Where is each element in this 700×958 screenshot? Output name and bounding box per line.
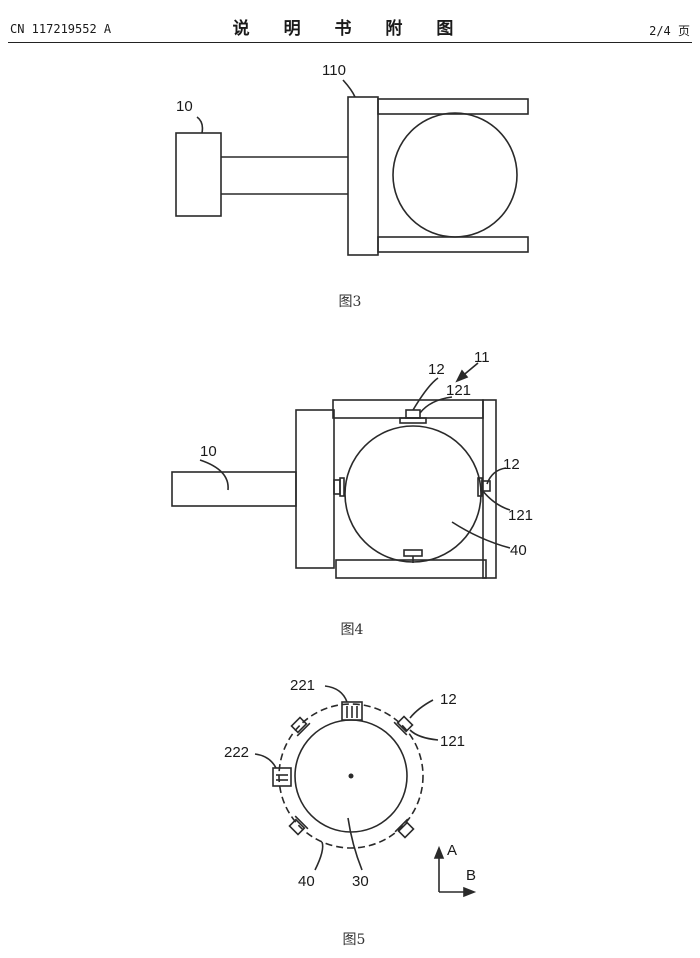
publication-number: CN 117219552 A (10, 22, 112, 36)
fig4-label-12-top: 12 (428, 361, 445, 378)
fig4-fixture-right (481, 480, 491, 492)
fig4-arrow-11-head (455, 369, 469, 383)
fig5-leader-30 (347, 817, 363, 871)
fig5-axis-b-head (463, 886, 477, 898)
fig5-sensor-222 (272, 767, 292, 787)
fig4-leader-40 (451, 521, 511, 549)
fig3-leader-10 (196, 116, 204, 134)
fig4-fixture-left-pad (339, 477, 345, 497)
fig4-label-121-right: 121 (508, 507, 533, 524)
figure-4: 10 12 11 121 12 121 40 图4 (171, 349, 533, 638)
fig3-label-10: 10 (176, 98, 193, 115)
fig4-label-11: 11 (474, 349, 490, 366)
fig5-sensor-221 (341, 701, 363, 721)
fig5-leader-221 (324, 685, 348, 703)
fig3-workpiece-circle (392, 112, 518, 238)
fig5-label-222: 222 (224, 744, 249, 761)
fig3-clamp-plate (347, 96, 379, 256)
fig4-leader-12-right (486, 467, 507, 485)
fig3-leader-110 (342, 79, 356, 98)
fig5-caption: 图5 (343, 932, 366, 948)
fig5-label-30: 30 (352, 873, 369, 890)
fig5-fixture-upper-left (290, 716, 311, 737)
fig4-leader-121-right (481, 489, 511, 511)
fig4-arm (171, 471, 297, 507)
fig5-label-a: A (447, 842, 457, 859)
fig4-workpiece-circle (344, 425, 482, 563)
fig5-fixture-lower-left (288, 815, 309, 836)
fig4-right-plate (482, 399, 497, 579)
fig4-fixture-bottom (403, 549, 423, 557)
fig4-leader-12-top (412, 377, 439, 411)
fig5-label-221: 221 (290, 677, 315, 694)
page-header: CN 117219552 A 说 明 书 附 图 2/4 页 (0, 0, 700, 48)
fig5-label-12: 12 (440, 691, 457, 708)
fig4-lower-jaw (335, 559, 487, 579)
fig5-leader-121 (409, 729, 439, 741)
fig4-caption: 图4 (341, 622, 364, 638)
fig3-lower-jaw (377, 236, 529, 253)
figure-3: 10 110 图3 (175, 62, 529, 310)
figure-5: 221 12 121 222 40 30 A B 图5 (224, 677, 477, 948)
fig5-leader-40 (314, 841, 324, 871)
fig4-label-121-top: 121 (446, 382, 471, 399)
fig5-label-b: B (466, 867, 476, 884)
fig5-leader-222 (254, 753, 277, 769)
fig4-fixture-left (333, 479, 341, 495)
header-rule (8, 42, 692, 43)
fig3-upper-jaw (377, 98, 529, 115)
fig5-leader-12 (409, 699, 434, 719)
fig3-caption: 图3 (339, 294, 362, 310)
fig5-axis-a-head (433, 845, 445, 859)
fig5-center-point (348, 773, 354, 779)
fig5-label-121: 121 (440, 733, 465, 750)
fig4-upper-jaw (332, 399, 484, 419)
fig5-fixture-lower-right (394, 818, 415, 839)
fig3-label-110: 110 (322, 62, 346, 79)
fig3-drive-unit (175, 132, 222, 217)
fig5-fixture-upper-right (393, 715, 414, 736)
fig4-leader-10 (199, 459, 229, 491)
fig4-leader-121-top (419, 396, 453, 414)
page-number: 2/4 页 (649, 24, 690, 38)
fig5-label-40: 40 (298, 873, 315, 890)
fig4-clamp-plate (295, 409, 335, 569)
fig5-dashed-circle-40 (278, 703, 424, 849)
fig4-fixture-top-pad (399, 417, 427, 424)
page-title: 说 明 书 附 图 (232, 19, 468, 39)
fig4-label-40: 40 (510, 542, 527, 559)
fig4-label-10: 10 (200, 443, 217, 460)
fig4-fixture-top (405, 409, 421, 419)
fig4-label-12-right: 12 (503, 456, 520, 473)
